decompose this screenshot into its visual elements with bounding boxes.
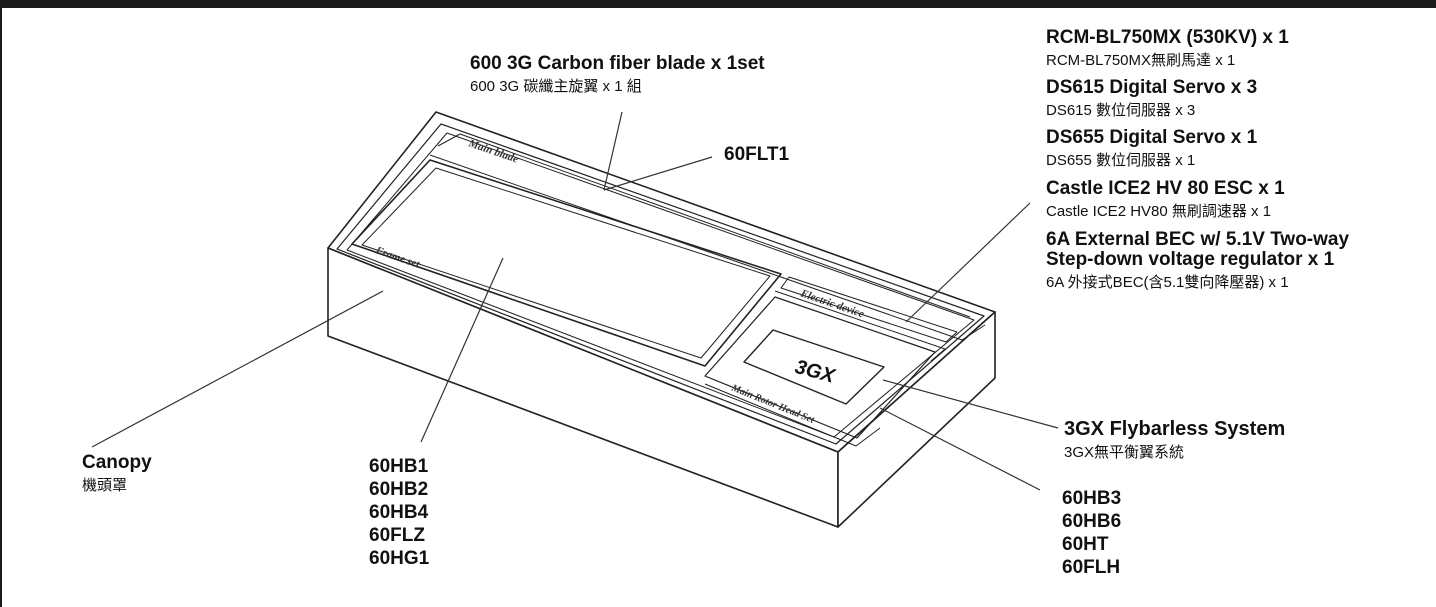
frame-code: 60FLZ <box>369 525 425 546</box>
main-blade-strip-2 <box>429 154 986 341</box>
electronics-en: DS615 Digital Servo x 3 <box>1046 77 1258 98</box>
blade-callout: 600 3G Carbon fiber blade x 1set 600 3G … <box>470 53 765 96</box>
3gx-unit-outline <box>743 329 885 405</box>
canopy-callout: Canopy 機頭罩 <box>82 452 152 495</box>
main-blade-strip <box>437 133 971 318</box>
frame-set-compartment <box>351 159 782 367</box>
frame-code: 60HB4 <box>369 502 429 523</box>
frame-code: 60HG1 <box>369 548 430 569</box>
leader-flybarless <box>882 379 1059 429</box>
electronics-zh: Castle ICE2 HV80 無刷調速器 x 1 <box>1046 203 1272 220</box>
head-code: 60HB6 <box>1062 511 1122 532</box>
bec-callout: 6A External BEC w/ 5.1V Two-way Step-dow… <box>1046 229 1349 292</box>
leader-flt1 <box>603 156 713 191</box>
electronics-en: Castle ICE2 HV 80 ESC x 1 <box>1046 178 1285 199</box>
frame-code-list: 60HB1 60HB2 60HB4 60FLZ 60HG1 <box>369 455 429 570</box>
frame-code: 60HB1 <box>369 456 429 477</box>
electronics-en: RCM-BL750MX (530KV) x 1 <box>1046 27 1289 48</box>
flybarless-callout: 3GX Flybarless System 3GX無平衡翼系統 <box>1064 418 1285 462</box>
rotor-head-compartment <box>704 296 936 439</box>
box-side-face <box>837 311 996 528</box>
bec-en-line2: Step-down voltage regulator x 1 <box>1046 249 1335 270</box>
bec-en-line1: 6A External BEC w/ 5.1V Two-way <box>1046 229 1350 250</box>
leader-canopy <box>91 290 384 448</box>
leader-blade <box>603 111 623 191</box>
frame-code: 60HB2 <box>369 479 429 500</box>
bec-zh: 6A 外接式BEC(含5.1雙向降壓器) x 1 <box>1046 274 1289 291</box>
canopy-en: Canopy <box>82 452 152 473</box>
electronics-zh: DS655 數位伺服器 x 1 <box>1046 152 1196 169</box>
electric-device-compartment <box>780 276 958 343</box>
flt1-code: 60FLT1 <box>724 144 790 165</box>
flybarless-en: 3GX Flybarless System <box>1064 418 1286 440</box>
frame-set-compartment-inner <box>361 167 771 359</box>
electronics-item: DS615 Digital Servo x 3 DS615 數位伺服器 x 3 <box>1046 77 1257 120</box>
blade-en: 600 3G Carbon fiber blade x 1set <box>470 53 765 74</box>
head-code-list: 60HB3 60HB6 60HT 60FLH <box>1062 487 1121 579</box>
electric-device-lines <box>774 290 946 362</box>
top-face-inner-border <box>336 123 985 445</box>
flybarless-zh: 3GX無平衡翼系統 <box>1064 444 1185 461</box>
head-code: 60HB3 <box>1062 488 1122 509</box>
electronics-en: DS655 Digital Servo x 1 <box>1046 127 1258 148</box>
electronics-zh: DS615 數位伺服器 x 3 <box>1046 102 1196 119</box>
blade-zh: 600 3G 碳纖主旋翼 x 1 組 <box>470 78 642 95</box>
leader-electronics <box>905 202 1031 323</box>
leader-frame-codes <box>420 257 504 443</box>
head-code: 60HT <box>1062 534 1109 555</box>
electronics-item: DS655 Digital Servo x 1 DS655 數位伺服器 x 1 <box>1046 127 1257 170</box>
leader-head-codes <box>879 407 1041 491</box>
rotor-head-strip <box>704 383 881 447</box>
canopy-zh: 機頭罩 <box>82 477 128 494</box>
head-code: 60FLH <box>1062 557 1121 578</box>
left-border <box>0 8 2 607</box>
electronics-item: Castle ICE2 HV 80 ESC x 1 Castle ICE2 HV… <box>1046 178 1285 221</box>
electronics-zh: RCM-BL750MX無刷馬達 x 1 <box>1046 52 1236 69</box>
top-border <box>0 0 1436 8</box>
electronics-item: RCM-BL750MX (530KV) x 1 RCM-BL750MX無刷馬達 … <box>1046 27 1289 70</box>
